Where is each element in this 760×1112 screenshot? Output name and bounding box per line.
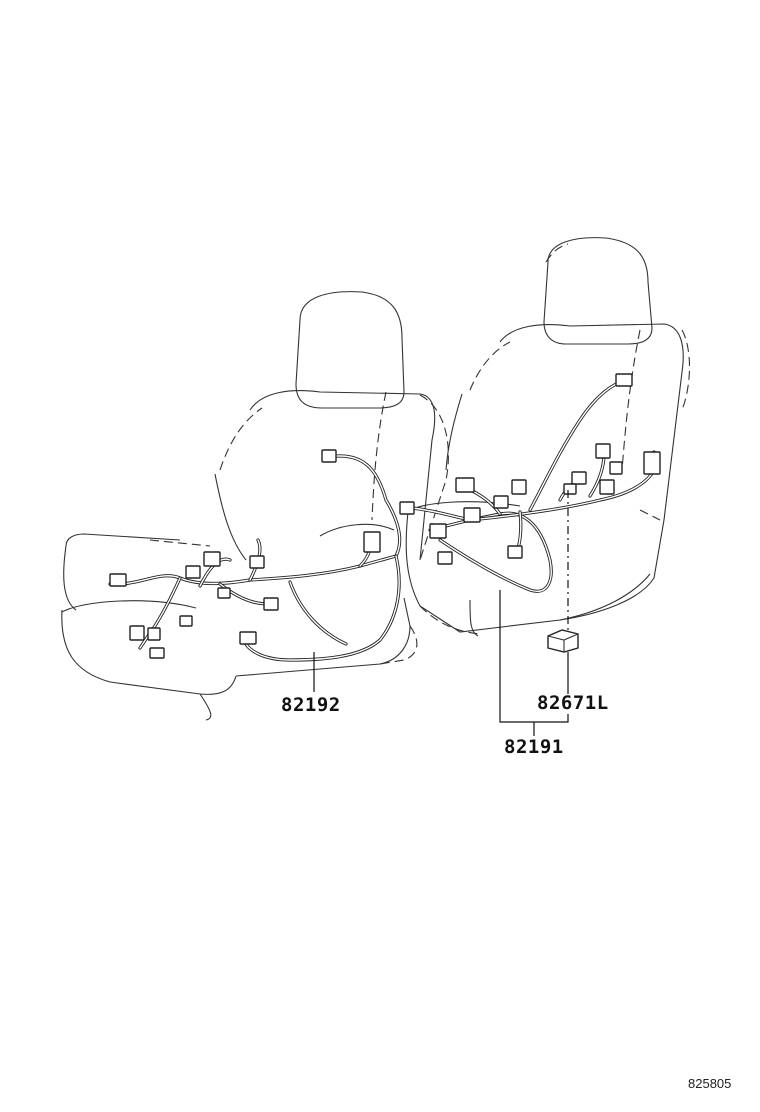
leader-lines bbox=[313, 490, 569, 736]
right-seat-icon bbox=[405, 237, 691, 637]
illustration-code: 825805 bbox=[688, 1076, 732, 1091]
left-wire-harness-icon bbox=[108, 449, 402, 662]
callout-82192: 82192 bbox=[281, 694, 341, 716]
connector-block-icon bbox=[547, 629, 579, 653]
right-wire-harness-icon bbox=[399, 373, 661, 593]
callout-82671l: 82671L bbox=[537, 692, 609, 714]
left-seat-icon bbox=[61, 291, 449, 721]
callout-82191: 82191 bbox=[504, 736, 564, 758]
